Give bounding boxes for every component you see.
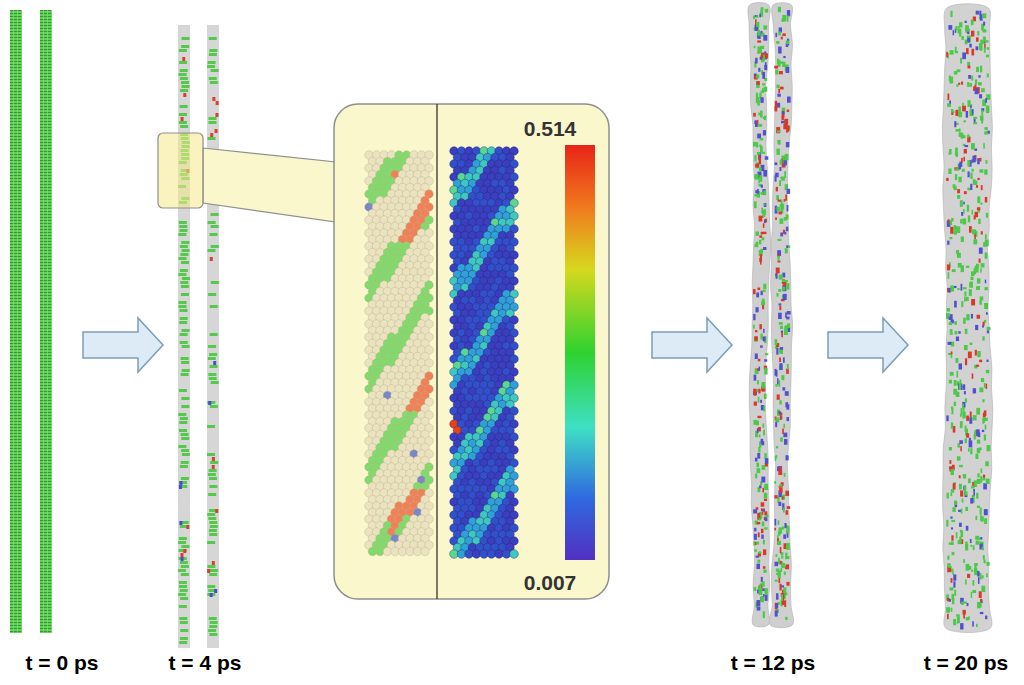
color-bar (565, 145, 595, 560)
time-label: t = 12 ps (731, 651, 816, 675)
nanowire (942, 4, 992, 633)
time-arrow (83, 318, 163, 372)
colorbar-value: 0.007 (524, 571, 577, 595)
highlight-box (158, 133, 203, 208)
nanowire (40, 10, 52, 633)
nanowire (10, 10, 22, 633)
nanowire (178, 25, 190, 648)
time-label: t = 0 ps (26, 651, 99, 675)
nanowire (748, 3, 771, 627)
time-label: t = 4 ps (169, 651, 242, 675)
time-arrow (828, 318, 908, 372)
time-label: t = 20 ps (924, 651, 1009, 675)
inset-illustration (333, 103, 610, 600)
inset-panel: 0.514 0.007 (333, 103, 610, 600)
time-arrow (652, 318, 732, 372)
nanowire (207, 25, 219, 648)
callout-wedge (203, 148, 336, 222)
colorbar-value: 0.514 (524, 117, 577, 141)
nanowire (769, 3, 793, 628)
